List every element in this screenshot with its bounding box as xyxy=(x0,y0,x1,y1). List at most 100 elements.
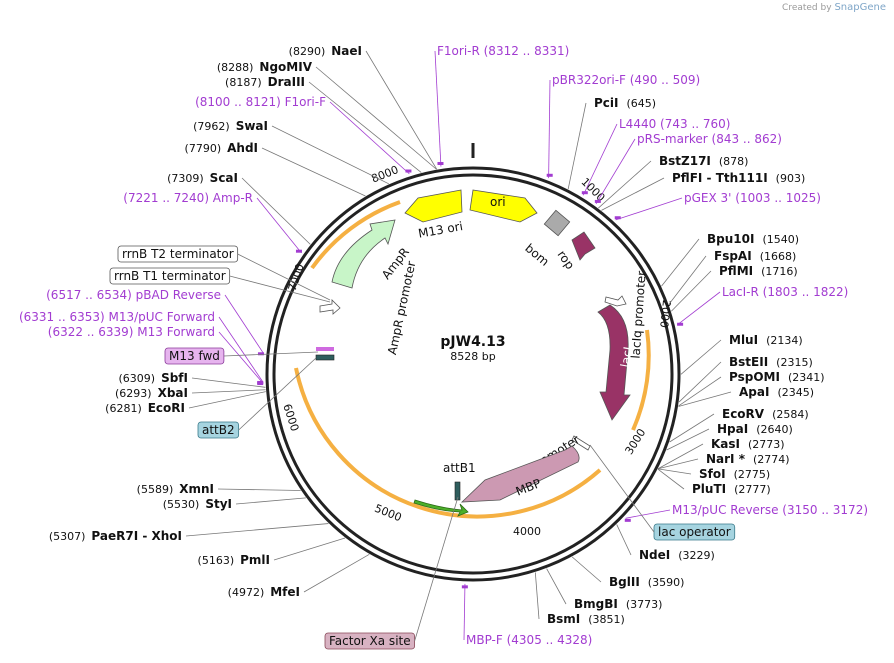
site-name: PflFI - Tth111I xyxy=(672,171,768,185)
site-position: (3590) xyxy=(648,576,685,589)
primer-binding-mark xyxy=(437,161,444,165)
bom-label: bom xyxy=(522,241,551,269)
attb2-box xyxy=(315,354,335,361)
primer-leader xyxy=(595,138,636,205)
site-bglii: BglII (3590) xyxy=(571,556,685,589)
site-pspomi: PspOMI(2341) xyxy=(678,370,825,407)
site-leader xyxy=(188,391,266,409)
site-ecorv: EcoRV(2584) xyxy=(669,407,809,443)
site-pflmi: PflMI(1716) xyxy=(671,264,798,312)
site-name: BstZ17I xyxy=(659,154,711,168)
ori-arrow xyxy=(469,189,538,223)
snapgene-logo-text: SnapGene xyxy=(834,2,886,13)
tac-promoter-arrow xyxy=(571,435,591,451)
site-leader xyxy=(191,389,266,394)
site-name: BsmI xyxy=(547,612,580,626)
ori-label: ori xyxy=(490,195,506,209)
site-name: AhdI xyxy=(227,141,258,155)
site-leader xyxy=(191,377,266,388)
site-leader xyxy=(671,270,712,312)
site-position: (2640) xyxy=(756,423,793,436)
site-name: PciI xyxy=(594,96,619,110)
primer-f1ori-f: (8100 .. 8121) F1ori-F xyxy=(195,95,412,175)
primer-label: LacI-R (1803 .. 1822) xyxy=(722,285,848,299)
primer-m13-puc-reverse: M13/pUC Reverse (3150 .. 3172) xyxy=(624,503,868,522)
boxed-m13-fwd: M13 fwd xyxy=(164,347,319,365)
site-leader xyxy=(534,572,540,620)
site-leader xyxy=(303,553,370,593)
site-name: BglII xyxy=(609,575,640,589)
site-bsteii: BstEII(2315) xyxy=(678,355,813,403)
primer-leader xyxy=(615,197,683,221)
site-name: StyI xyxy=(205,497,232,511)
site-mlui: MluI(2134) xyxy=(680,333,803,375)
boxed-label-text: rrnB T1 terminator xyxy=(114,269,226,283)
primer-label: pBR322ori-F (490 .. 509) xyxy=(552,73,700,87)
site-draiii: DraIII(8187) xyxy=(225,75,422,173)
primer-prs-marker: pRS-marker (843 .. 862) xyxy=(594,132,782,205)
orf-arc-laci xyxy=(631,329,651,431)
m13-fwd-box xyxy=(316,347,334,351)
mbp-arrow xyxy=(460,445,580,503)
primer-binding-mark xyxy=(257,352,264,356)
boxed-label-text: attB2 xyxy=(202,423,235,437)
laci-label: lacI xyxy=(618,346,635,369)
restriction-sites: NaeI(8290)NgoMIV(8288)DraIII(8187)SwaI(7… xyxy=(49,44,825,626)
site-name: EcoRV xyxy=(722,407,765,421)
backbone-inner xyxy=(272,173,674,575)
primer-pgex-3-: pGEX 3' (1003 .. 1025) xyxy=(614,191,821,221)
tick-7000: 7000 xyxy=(286,262,307,293)
site-name: ScaI xyxy=(210,171,238,185)
site-name: KasI xyxy=(711,437,740,451)
primer-mbp-f: MBP-F (4305 .. 4328) xyxy=(461,583,592,647)
site-name: SbfI xyxy=(161,371,188,385)
tick-2000: 2000 xyxy=(657,299,673,328)
site-position: (7790) xyxy=(185,142,222,155)
site-name: XbaI xyxy=(158,386,188,400)
boxed-lac-operator: lac operator xyxy=(589,444,736,541)
boxed-leader xyxy=(414,496,459,642)
site-swai: SwaI(7962) xyxy=(193,119,389,185)
site-leader xyxy=(678,376,722,407)
primer-binding-mark xyxy=(677,322,684,326)
tick-4000: 4000 xyxy=(513,525,541,538)
site-apai: ApaI(2345) xyxy=(678,385,814,407)
site-leader xyxy=(217,488,301,491)
laciq-promoter-label: lacIq promoter xyxy=(629,270,649,359)
site-position: (1716) xyxy=(761,265,798,278)
site-position: (1668) xyxy=(760,250,797,263)
primer-label: (7221 .. 7240) Amp-R xyxy=(123,191,253,205)
site-position: (3229) xyxy=(678,549,715,562)
site-leader xyxy=(308,81,422,173)
site-sbfi: SbfI(6309) xyxy=(119,371,266,388)
primer-leader xyxy=(218,316,264,383)
primer-pbad-reverse: (6517 .. 6534) pBAD Reverse xyxy=(46,288,265,356)
site-leader xyxy=(273,537,346,561)
site-name: EcoRI xyxy=(148,401,185,415)
site-position: (2775) xyxy=(734,468,771,481)
site-nari-: NarI *(2774) xyxy=(658,452,790,470)
feature-m13ori: M13 ori xyxy=(404,189,464,241)
site-leader xyxy=(616,524,632,556)
boxed-leader xyxy=(589,444,655,533)
site-position: (903) xyxy=(776,172,806,185)
laci-arrow xyxy=(597,304,631,421)
primer-leader xyxy=(329,101,410,175)
primer-leader xyxy=(625,509,671,519)
site-position: (6281) xyxy=(105,402,142,415)
site-name: DraIII xyxy=(268,75,305,89)
feature-mbp: MBP xyxy=(460,445,580,503)
boxed-leader xyxy=(229,275,331,303)
site-position: (4972) xyxy=(228,586,265,599)
site-name: NaeI xyxy=(331,44,362,58)
site-position: (2773) xyxy=(748,438,785,451)
site-position: (6293) xyxy=(115,387,152,400)
primer-l4440: L4440 (743 .. 760) xyxy=(581,117,730,196)
site-bstz17i: BstZ17I(878) xyxy=(598,154,748,209)
primer-leader xyxy=(218,331,264,384)
primer-f1ori-r: F1ori-R (8312 .. 8331) xyxy=(434,44,569,167)
site-position: (2134) xyxy=(766,334,803,347)
boxed-leader xyxy=(238,357,317,431)
